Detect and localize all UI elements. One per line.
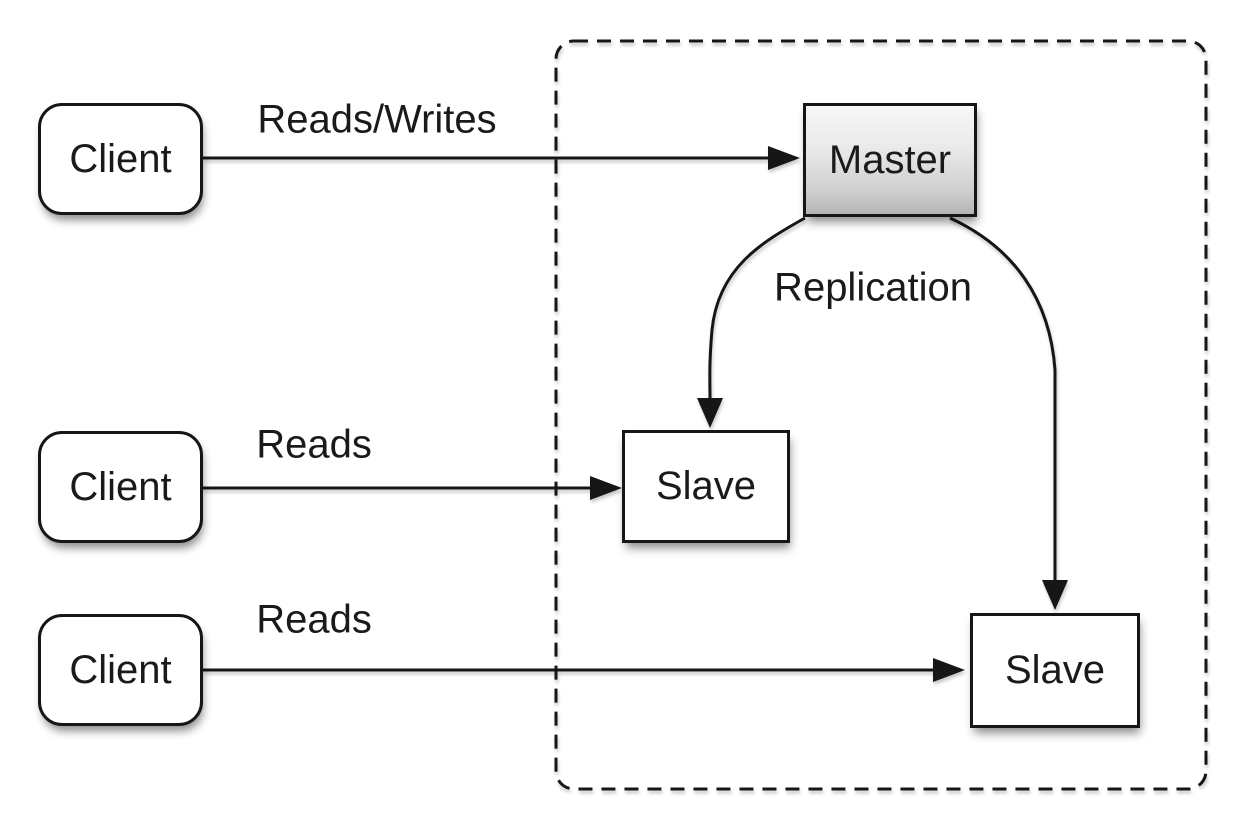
edge-client3-slave2-arrowhead-icon <box>933 658 965 682</box>
replication-group-dashed-boundary <box>554 39 1208 791</box>
node-master: Master <box>803 103 977 217</box>
edge-label-reads-bottom: Reads <box>256 597 372 642</box>
edge-master-slave1-arrowhead-icon <box>697 398 723 428</box>
node-client-2-label: Client <box>69 464 172 509</box>
edge-master-slave2-arrowhead-icon <box>1042 580 1068 610</box>
edge-label-replication: Replication <box>774 265 972 310</box>
node-client-2: Client <box>38 431 203 543</box>
edge-label-reads-middle: Reads <box>256 422 372 467</box>
node-client-3-label: Client <box>69 647 172 692</box>
edge-client2-slave1-arrowhead-icon <box>590 476 622 500</box>
node-master-label: Master <box>828 137 952 182</box>
node-slave-2-label: Slave <box>1004 648 1106 692</box>
node-slave-2: Slave <box>970 613 1140 728</box>
edge-label-reads-writes: Reads/Writes <box>257 97 497 142</box>
edge-client1-master-arrowhead-icon <box>768 146 800 170</box>
edge-master-slave1-curve <box>708 216 806 401</box>
node-client-1-label: Client <box>69 136 172 181</box>
edge-master-slave2-curve <box>949 216 1057 582</box>
node-client-1: Client <box>38 103 203 215</box>
node-slave-1-label: Slave <box>655 464 757 508</box>
node-client-3: Client <box>38 614 203 726</box>
node-slave-1: Slave <box>622 430 790 543</box>
